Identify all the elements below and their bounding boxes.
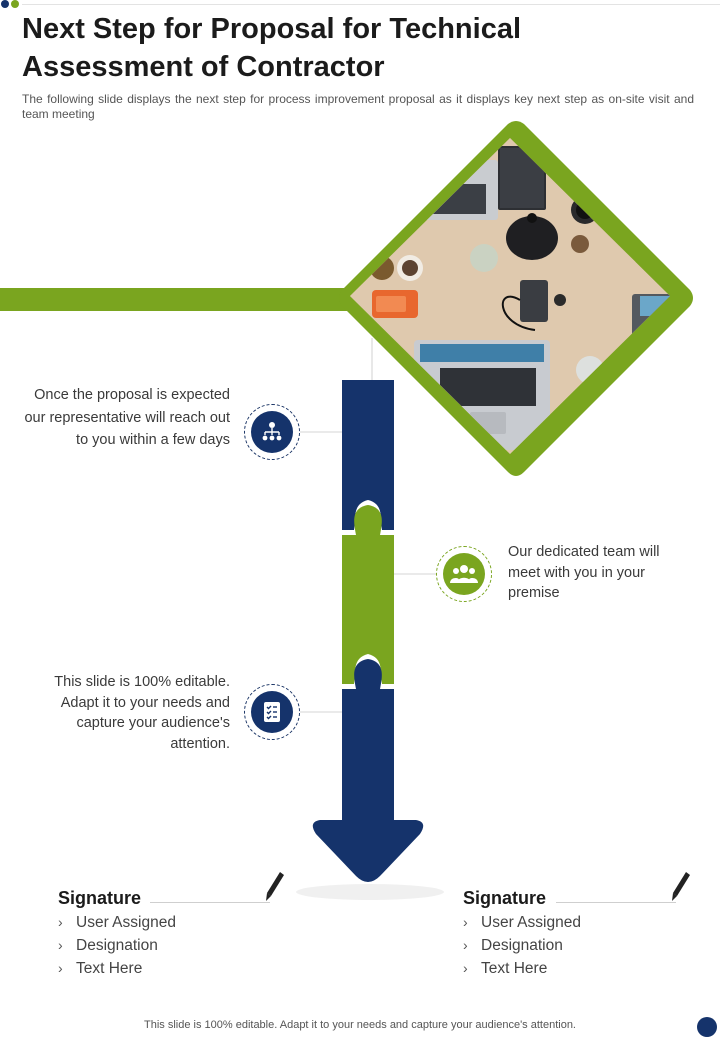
corner-dots xyxy=(1,0,19,8)
list-item: ›User Assigned xyxy=(58,911,176,934)
hierarchy-icon xyxy=(262,422,282,441)
desk-photo xyxy=(350,138,670,454)
signature-title-1: Signature xyxy=(58,888,142,908)
list-item: ›Text Here xyxy=(463,957,581,980)
signature-title-2: Signature xyxy=(463,888,547,908)
footer-note: This slide is 100% editable. Adapt it to… xyxy=(144,1019,576,1031)
signature-list-1: ›User Assigned ›Designation ›Text Here xyxy=(58,911,176,980)
list-item: ›Text Here xyxy=(58,957,176,980)
pen-icon xyxy=(266,872,284,901)
page-dot xyxy=(697,1017,717,1037)
step-3-icon-badge xyxy=(244,684,300,740)
step-2-text: Our dedicated team will meet with you in… xyxy=(508,544,660,601)
checklist-icon xyxy=(264,702,280,722)
list-item: ›User Assigned xyxy=(463,911,581,934)
team-icon xyxy=(450,565,478,583)
step-2-icon-badge xyxy=(436,546,492,602)
chevron-right-icon: › xyxy=(58,914,63,930)
list-item: ›Designation xyxy=(463,934,581,957)
chevron-right-icon: › xyxy=(463,914,468,930)
process-graphic xyxy=(0,121,693,900)
chevron-right-icon: › xyxy=(463,937,468,953)
pen-icon xyxy=(672,872,690,901)
top-rule xyxy=(22,4,720,5)
step-1-icon-badge xyxy=(244,404,300,460)
chevron-right-icon: › xyxy=(58,960,63,976)
page-subtitle: The following slide displays the next st… xyxy=(22,92,694,121)
signature-line-1 xyxy=(150,902,270,903)
puzzle-piece-2 xyxy=(342,505,394,684)
page-title: Next Step for Proposal for Technical Ass… xyxy=(22,13,522,83)
chevron-right-icon: › xyxy=(463,960,468,976)
chevron-right-icon: › xyxy=(58,937,63,953)
green-connector-bar xyxy=(0,288,348,311)
puzzle-piece-1 xyxy=(342,380,394,530)
step-3-text: This slide is 100% editable. Adapt it to… xyxy=(54,674,230,752)
signature-line-2 xyxy=(556,902,676,903)
step-1-text: Once the proposal is expected our repres… xyxy=(24,387,230,448)
list-item: ›Designation xyxy=(58,934,176,957)
puzzle-arrow xyxy=(312,659,424,882)
signature-list-2: ›User Assigned ›Designation ›Text Here xyxy=(463,911,581,980)
